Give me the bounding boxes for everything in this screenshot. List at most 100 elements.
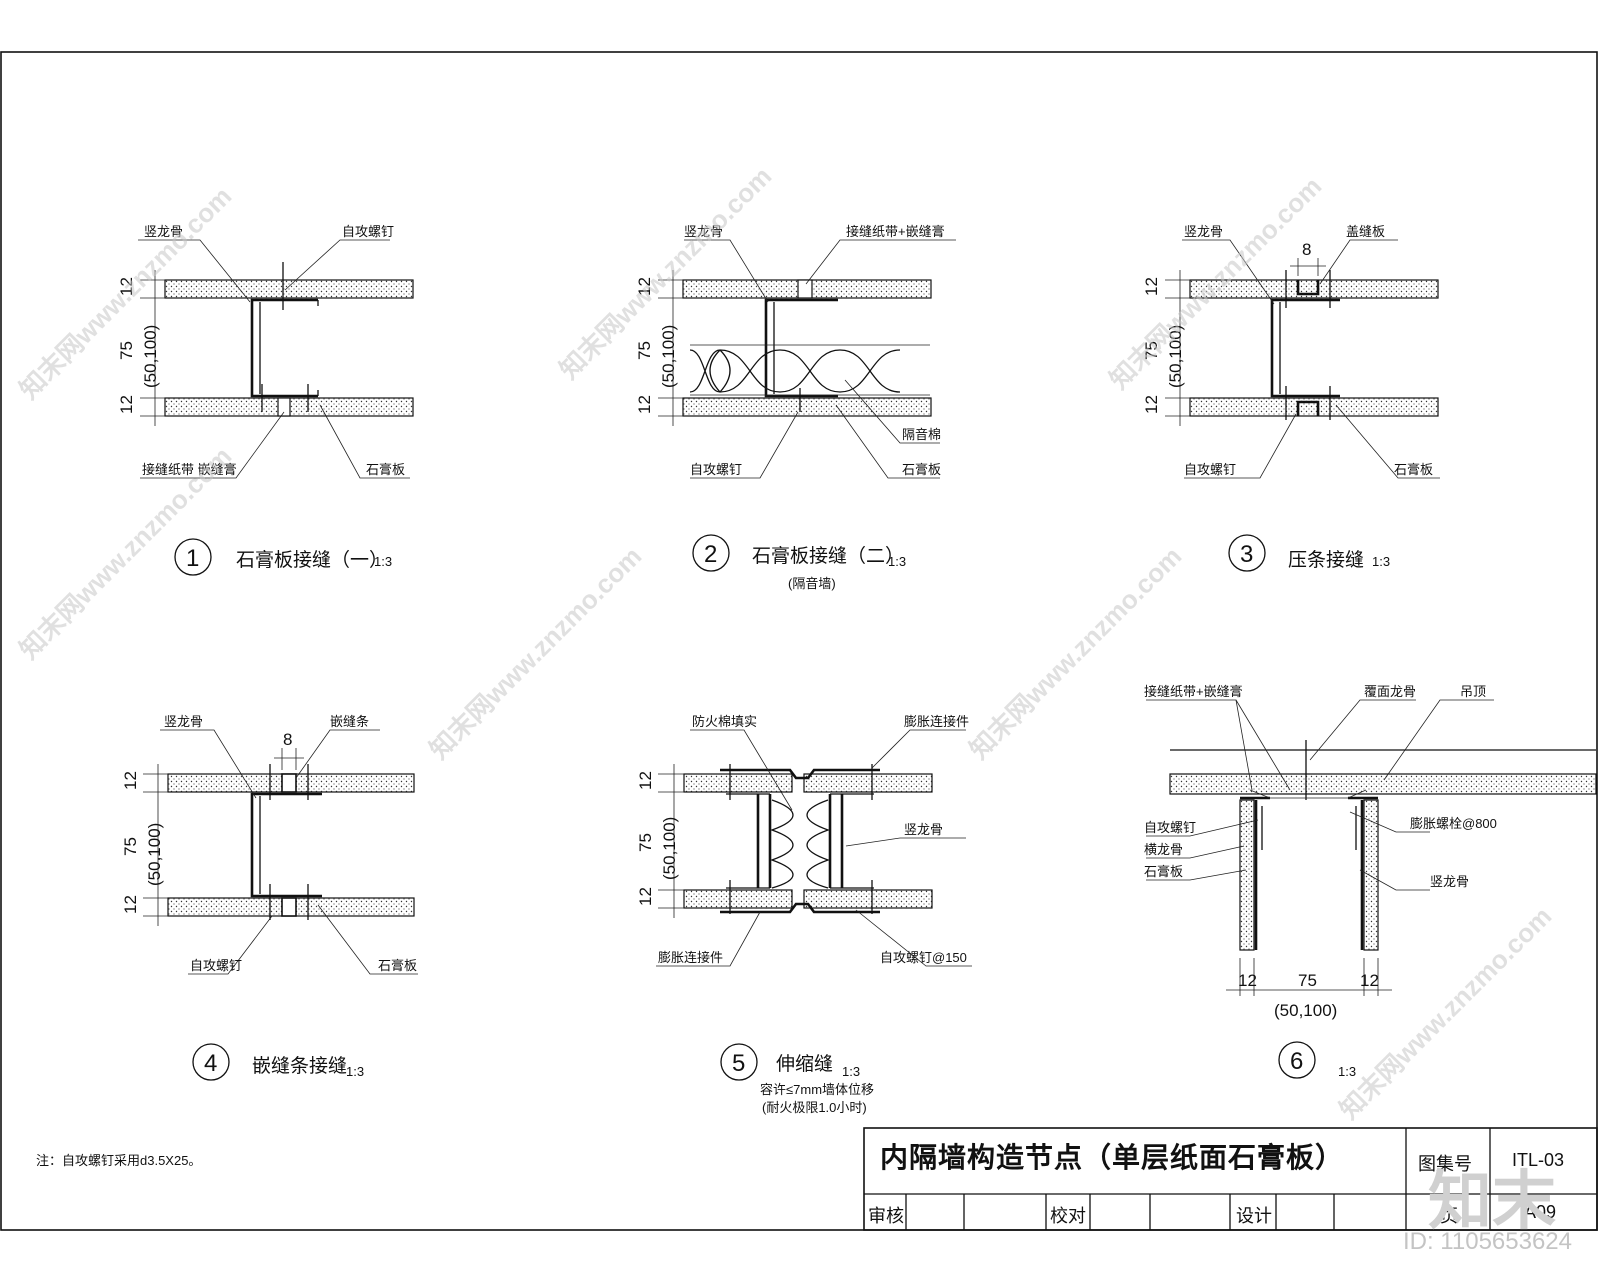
review-label: 审核 (868, 1206, 904, 1226)
dim-75: 75 (636, 833, 655, 852)
stud-c-channel (1270, 298, 1340, 398)
label-board: 石膏板 (378, 958, 417, 973)
gypsum-board-bottom-left (683, 889, 793, 909)
detail-title: 石膏板接缝（一） (236, 548, 388, 571)
detail-2: 12 75 (50,100) 12 竖龙骨 接缝纸带+嵌缝膏 自攻螺钉 隔音棉 … (635, 224, 956, 591)
detail-scale: 1:3 (346, 1064, 364, 1079)
dim-12: 12 (636, 887, 655, 906)
dim-75: 75 (1298, 971, 1317, 990)
label-bolt: 膨胀螺栓@800 (1410, 816, 1497, 831)
detail-scale: 1:3 (1372, 554, 1390, 569)
detail-title: 石膏板接缝（二） (752, 544, 904, 567)
detail-scale: 1:3 (842, 1064, 860, 1079)
detail-scale: 1:3 (374, 554, 392, 569)
detail-1: 12 75 (50,100) 12 竖龙骨 自攻螺钉 接缝纸带 嵌缝膏 石膏板 … (117, 224, 414, 576)
gypsum-board-top-left (683, 773, 793, 793)
gypsum-board-right (1363, 799, 1379, 951)
detail-title: 伸缩缝 (776, 1053, 833, 1075)
label-ceiling-keel: 覆面龙骨 (1364, 684, 1416, 699)
insulation-wool (689, 344, 930, 396)
expansion-connector-bottom (720, 902, 880, 914)
label-stud: 竖龙骨 (144, 224, 183, 239)
gypsum-board-top (164, 279, 414, 299)
label-board: 石膏板 (1394, 462, 1433, 477)
image-id: ID: 1105653624 (1402, 1228, 1572, 1255)
dim-12: 12 (1238, 971, 1257, 990)
detail-number: 1 (186, 545, 199, 572)
label-tape: 接缝纸带+嵌缝膏 (1144, 684, 1243, 699)
dim-alt: (50,100) (660, 817, 679, 880)
label-screw: 自攻螺钉 (1144, 820, 1196, 835)
drawing-title: 内隔墙构造节点（单层纸面石膏板） (880, 1142, 1345, 1173)
gypsum-board-left (1239, 799, 1255, 951)
label-strip: 嵌缝条 (330, 714, 369, 729)
detail-number: 6 (1290, 1048, 1303, 1075)
gypsum-board-bottom (682, 397, 932, 417)
dim-75: 75 (121, 837, 140, 856)
detail-scale: 1:3 (1338, 1064, 1356, 1079)
label-insulation: 隔音棉 (902, 427, 941, 442)
dim-alt: (50,100) (141, 325, 160, 388)
label-tape: 接缝纸带+嵌缝膏 (846, 224, 945, 239)
detail-subtitle: 容许≤7mm墙体位移 (760, 1082, 874, 1097)
label-screw: 自攻螺钉@150 (880, 950, 967, 965)
stud-pair (756, 794, 844, 888)
detail-number-circle (1228, 534, 1266, 572)
sheet-frame (0, 51, 1598, 1231)
label-expansion-connector: 膨胀连接件 (904, 714, 969, 729)
label-cover-strip: 盖缝板 (1346, 224, 1385, 239)
label-screw: 自攻螺钉 (342, 224, 394, 239)
page-label: 页 (1440, 1206, 1458, 1226)
detail-subtitle: (隔音墙) (788, 576, 836, 591)
detail-number-circle (692, 534, 730, 572)
expansion-connector-top (720, 768, 880, 780)
label-stud: 竖龙骨 (684, 224, 723, 239)
dim-alt: (50,100) (145, 823, 164, 886)
vertical-stud (1254, 800, 1364, 950)
detail-title: 压条接缝 (1288, 549, 1364, 571)
title-block (863, 1127, 1598, 1231)
detail-number: 4 (204, 1050, 217, 1077)
detail-6: 12 75 12 (50,100) 接缝纸带+嵌缝膏 覆面龙骨 吊顶 自攻螺钉 … (1144, 684, 1597, 1079)
label-stud: 竖龙骨 (1184, 224, 1223, 239)
detail-title: 嵌缝条接缝 (252, 1055, 347, 1077)
detail-number: 5 (732, 1050, 745, 1077)
label-screw: 自攻螺钉 (190, 958, 242, 973)
joint-strip (281, 773, 297, 793)
label-connector: 膨胀连接件 (658, 950, 723, 965)
detail-3: 8 12 75 (50,100) 12 竖龙骨 盖缝板 自攻螺钉 石膏板 3 压… (1142, 224, 1440, 572)
label-board: 石膏板 (1144, 864, 1183, 879)
general-note: 注：自攻螺钉采用d3.5X25。 (36, 1153, 202, 1168)
label-stud: 竖龙骨 (904, 822, 943, 837)
gypsum-board-top-right (803, 773, 933, 793)
atlas-label: 图集号 (1418, 1154, 1472, 1174)
gypsum-board-bottom (1189, 397, 1439, 417)
detail-number: 2 (704, 541, 717, 568)
stud-c-channel (250, 792, 322, 898)
label-screw: 自攻螺钉 (690, 462, 742, 477)
dim-12: 12 (636, 771, 655, 790)
atlas-value: ITL-03 (1512, 1150, 1565, 1170)
stud-c-channel (250, 298, 318, 398)
design-label: 设计 (1236, 1206, 1272, 1226)
fire-wool (770, 799, 830, 889)
detail-number-circle (1278, 1041, 1316, 1079)
dim-12: 12 (117, 395, 136, 414)
label-vertical-keel: 竖龙骨 (1430, 874, 1469, 889)
detail-number-circle (174, 538, 212, 576)
dim-gap: 8 (283, 730, 292, 749)
label-fire-wool: 防火棉填实 (692, 714, 757, 729)
detail-subtitle-2: (耐火极限1.0小时) (762, 1100, 867, 1115)
dim-12: 12 (635, 395, 654, 414)
gypsum-board-top (1189, 279, 1439, 299)
dim-alt: (50,100) (1274, 1001, 1337, 1020)
dim-12: 12 (121, 895, 140, 914)
stud-c-channel (764, 298, 838, 398)
label-board: 石膏板 (902, 462, 941, 477)
dim-12: 12 (117, 277, 136, 296)
detail-number-circle (720, 1043, 758, 1081)
dim-alt: (50,100) (1166, 325, 1185, 388)
dim-12: 12 (635, 277, 654, 296)
page-value: A09 (1524, 1202, 1557, 1222)
